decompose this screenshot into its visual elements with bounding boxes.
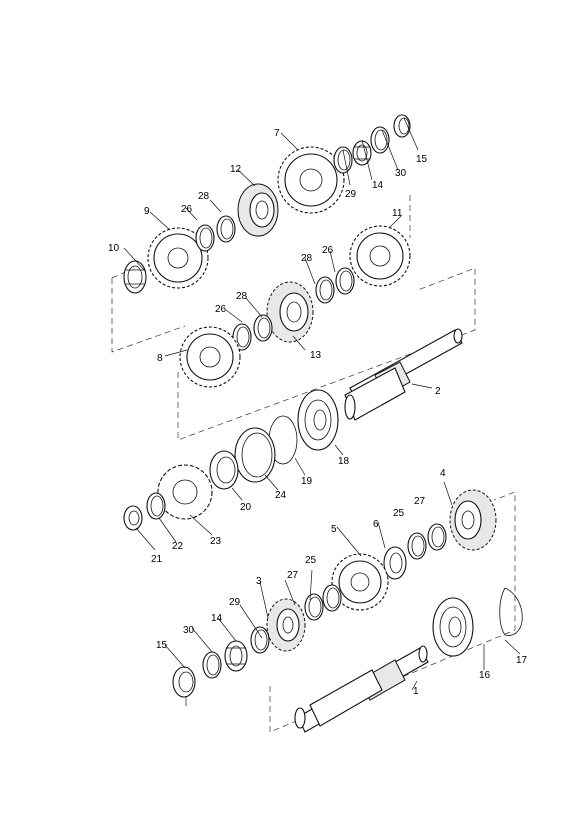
label-part-12: 12: [230, 164, 242, 175]
label-part-6: 6: [373, 519, 379, 530]
gear-4: [449, 489, 497, 551]
label-part-14-bot: 14: [211, 613, 223, 624]
thrust-washer-26-top: [195, 224, 215, 252]
label-part-22: 22: [172, 541, 184, 552]
bush-15-top: [393, 114, 411, 138]
layshaft-assembly-outline: [177, 267, 476, 441]
label-part-27-b: 27: [287, 570, 299, 581]
selector-dog-12: [237, 183, 279, 237]
label-part-30-top: 30: [395, 168, 407, 179]
washer-27-low: [304, 593, 324, 621]
label-part-25-a: 25: [393, 508, 405, 519]
label-part-21: 21: [151, 554, 163, 565]
nut-21: [123, 505, 143, 531]
label-part-16: 16: [479, 670, 491, 681]
needle-bearing-10: [123, 260, 147, 294]
sprocket-23: [157, 464, 213, 520]
label-part-14-top: 14: [372, 180, 384, 191]
ball-bearing-16: [432, 597, 474, 657]
washer-30-bot: [202, 651, 222, 679]
label-part-28-a: 28: [198, 191, 210, 202]
label-part-13: 13: [310, 350, 322, 361]
label-part-15-bot: 15: [156, 640, 168, 651]
label-part-24: 24: [275, 490, 287, 501]
gear-13: [266, 281, 314, 343]
washer-29-bot: [250, 626, 270, 654]
label-part-2: 2: [435, 386, 441, 397]
upper-assembly-outline: [111, 195, 411, 353]
label-part-11: 11: [392, 208, 403, 219]
label-part-26-c: 26: [215, 304, 227, 315]
label-part-4: 4: [440, 468, 446, 479]
label-part-28-b: 28: [301, 253, 313, 264]
label-part-26-b: 26: [322, 245, 334, 256]
label-part-8: 8: [157, 353, 163, 364]
label-part-15-top: 15: [416, 154, 428, 165]
label-part-28-c: 28: [236, 291, 248, 302]
circlip-28-low: [253, 314, 273, 342]
bush-15-bot: [172, 666, 196, 706]
lock-washer-22: [146, 492, 166, 520]
layshaft-2: [344, 328, 463, 421]
label-part-9: 9: [144, 206, 150, 217]
spacer-20: [209, 450, 239, 490]
circlip-28-mid: [315, 276, 335, 304]
needle-bearing-14-top: [352, 140, 372, 166]
gear-5: [331, 553, 389, 611]
thrust-washer-26-mid: [335, 267, 355, 295]
circlip-17: [499, 587, 523, 636]
mainshaft-assembly-outline: [269, 491, 516, 733]
label-part-30-bot: 30: [183, 625, 195, 636]
label-part-25-b: 25: [305, 555, 317, 566]
gear-7: [277, 146, 345, 214]
bush-6: [383, 546, 407, 580]
mainshaft-1: [294, 645, 429, 733]
label-part-26-a: 26: [181, 204, 193, 215]
label-part-27-a: 27: [414, 496, 426, 507]
seal-24: [234, 427, 276, 483]
label-part-7: 7: [274, 128, 280, 139]
label-part-20: 20: [240, 502, 252, 513]
circlip-28-top: [216, 215, 236, 243]
needle-bearing-14-bot: [224, 640, 248, 672]
label-part-5: 5: [331, 524, 337, 535]
label-part-10: 10: [108, 243, 120, 254]
circlip-25-low: [322, 584, 342, 612]
gear-8: [179, 326, 241, 388]
label-part-19: 19: [301, 476, 313, 487]
gear-11: [349, 225, 411, 287]
leader-lines: [123, 117, 521, 691]
label-part-3: 3: [256, 576, 262, 587]
ball-bearing-18: [297, 389, 339, 451]
label-part-17: 17: [516, 655, 528, 666]
gear-9: [147, 227, 209, 289]
washer-27-top: [427, 523, 447, 551]
gear-3: [266, 598, 306, 652]
circlip-25-top: [407, 532, 427, 560]
label-part-29-bot: 29: [229, 597, 241, 608]
label-part-23: 23: [210, 536, 222, 547]
label-part-18: 18: [338, 456, 350, 467]
label-part-29-top: 29: [345, 189, 357, 200]
label-part-1: 1: [413, 686, 419, 697]
